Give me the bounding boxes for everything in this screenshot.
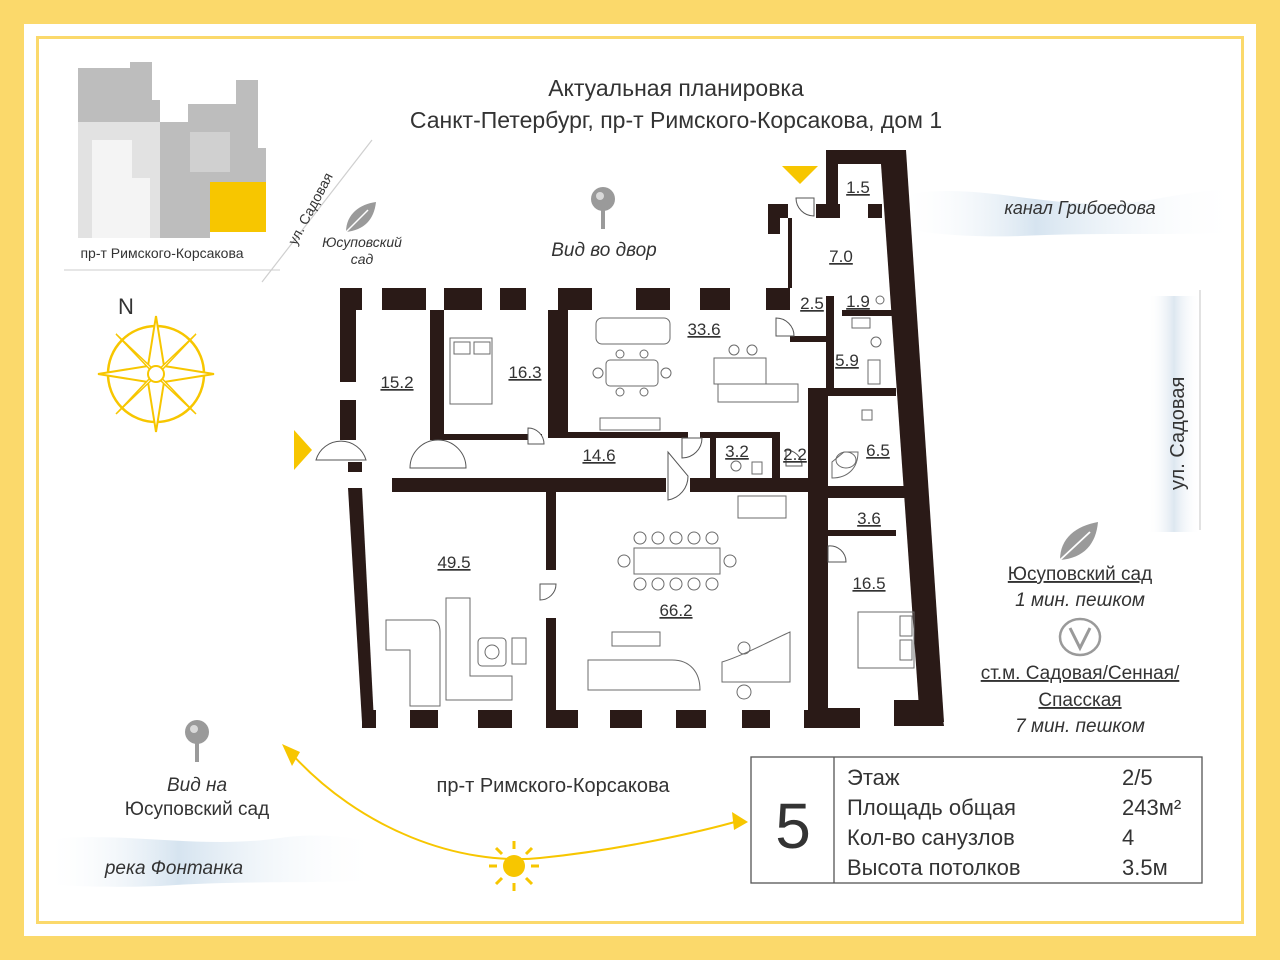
room-area-label: 1.5 [846, 178, 870, 197]
street-rimsky: пр-т Римского-Корсакова [437, 775, 671, 797]
nearby-metro-line2: Спасская [1038, 690, 1121, 711]
room-area-label: 16.5 [852, 574, 885, 593]
sadovaya-band [1148, 296, 1200, 532]
locator-block [78, 62, 160, 122]
leaf-icon [345, 202, 376, 233]
locator-street-label: пр-т Римского-Корсакова [80, 245, 243, 261]
header-line1: Актуальная планировка [548, 75, 804, 101]
room-labels: 1.5 7.0 2.5 1.9 33.6 5.9 15.2 16.3 14.6 … [380, 178, 889, 620]
info-number: 5 [775, 790, 811, 862]
fontanka-band [44, 835, 380, 887]
room-area-label: 1.9 [846, 292, 870, 311]
nearby-garden-walk: 1 мин. пешком [1015, 590, 1145, 611]
info-value: 3.5м [1122, 855, 1168, 880]
info-label: Этаж [847, 765, 900, 790]
plan-doors [315, 197, 847, 601]
canal-band [900, 189, 1240, 237]
entrance-arrow-icon [294, 430, 312, 470]
view-courtyard: Вид во двор [551, 240, 657, 261]
plan-floor [340, 290, 944, 722]
room-area-label: 49.5 [437, 553, 470, 572]
room-area-label: 33.6 [687, 320, 720, 339]
info-table: 5 Этаж Площадь общая Кол-во санузлов Выс… [750, 756, 1203, 884]
room-area-label: 5.9 [835, 351, 859, 370]
street-fontanka: река Фонтанка [104, 858, 243, 879]
compass-north: N [118, 294, 134, 319]
info-label: Площадь общая [847, 795, 1016, 820]
plan-walls [340, 150, 944, 728]
entrance-arrow-icon [782, 166, 818, 184]
inner-border [36, 36, 1244, 924]
info-value: 243м² [1122, 795, 1181, 820]
sun-path-arrow [282, 744, 300, 766]
nearby-garden-name: Юсуповский сад [1008, 564, 1152, 585]
room-area-label: 3.2 [725, 442, 749, 461]
locator-map: пр-т Римского-Корсакова [64, 62, 280, 271]
view-garden-line1: Вид на [167, 775, 227, 796]
locator-block [190, 132, 230, 172]
info-value: 2/5 [1122, 765, 1153, 790]
sun-path-arc [289, 751, 743, 861]
street-griboedov: канал Грибоедова [1004, 198, 1155, 218]
leaf-icon [1059, 522, 1098, 561]
street-sadovaya-right: ул. Садовая [1167, 377, 1189, 490]
sun-icon [489, 841, 539, 891]
info-label: Высота потолков [847, 855, 1021, 880]
room-area-label: 16.3 [508, 363, 541, 382]
sun-path-arrow [732, 812, 748, 830]
header-line2: Санкт-Петербург, пр-т Римского-Корсакова… [410, 107, 942, 133]
room-area-label: 15.2 [380, 373, 413, 392]
sadovaya-diag-line [261, 139, 373, 283]
room-area-label: 2.5 [800, 294, 824, 313]
yusupov-small-line2: сад [351, 251, 374, 267]
nearby-metro-walk: 7 мин. пешком [1015, 716, 1145, 737]
nearby-metro-line1: ст.м. Садовая/Сенная/ [981, 663, 1180, 684]
room-area-label: 14.6 [582, 446, 615, 465]
yusupov-small-line1: Юсуповский [322, 234, 402, 250]
info-label: Кол-во санузлов [847, 825, 1015, 850]
info-value: 4 [1122, 825, 1134, 850]
floor-plan [315, 150, 944, 728]
view-garden-line2: Юсуповский сад [125, 799, 269, 820]
location-pin-icon [185, 720, 209, 762]
metro-icon [1058, 617, 1102, 657]
compass-rose-icon [97, 315, 215, 433]
plan-furniture [385, 295, 915, 707]
locator-block [92, 140, 150, 238]
room-area-label: 2.2 [783, 445, 807, 464]
location-pin-icon [591, 187, 615, 229]
room-area-label: 6.5 [866, 441, 890, 460]
room-area-label: 66.2 [659, 601, 692, 620]
outer-border [14, 14, 1266, 946]
locator-highlight [210, 182, 266, 232]
room-area-label: 3.6 [857, 509, 881, 528]
room-area-label: 7.0 [829, 247, 853, 266]
